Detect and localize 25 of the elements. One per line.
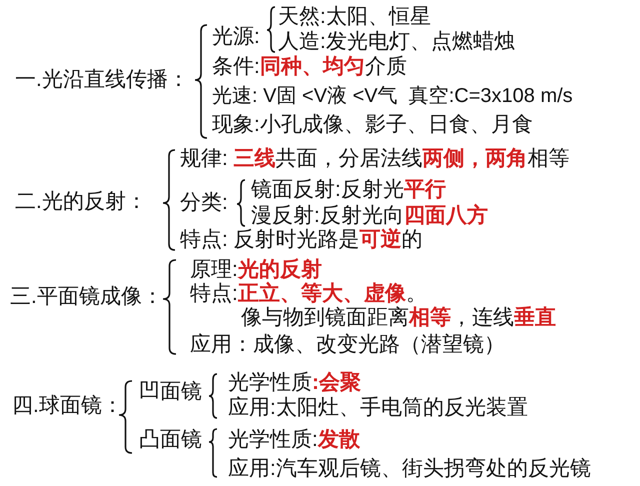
note-text: 光学性质:发散 bbox=[228, 428, 360, 452]
note-text: 特点:正立、等大、虚像。 bbox=[190, 282, 427, 306]
note-text: 条件:同种、均匀介质 bbox=[212, 55, 407, 79]
topic-label: 凸面镜 bbox=[139, 428, 202, 452]
note-text: 现象:小孔成像、影子、日食、月食 bbox=[212, 113, 533, 137]
note-text: 天然:太阳、恒星 bbox=[278, 5, 431, 29]
note-text: 原理:光的反射 bbox=[190, 258, 322, 282]
section-heading: 一.光沿直线传播： bbox=[15, 68, 189, 92]
topic-label: 凹面镜 bbox=[139, 380, 202, 404]
section-heading: 二.光的反射： bbox=[15, 190, 147, 214]
topic-label: 分类: bbox=[180, 191, 228, 215]
note-text: 规律: 三线共面，分居法线两侧，两角相等 bbox=[180, 147, 570, 171]
note-text: 镜面反射:反射光平行 bbox=[251, 178, 446, 202]
topic-label: 光源: bbox=[212, 25, 260, 49]
note-text: 光学性质:会聚 bbox=[228, 371, 361, 395]
note-text: 应用:汽车观后镜、街头拐弯处的反光镜 bbox=[228, 457, 591, 481]
note-text: 应用：成像、改变光路（潜望镜） bbox=[190, 333, 505, 357]
section-heading: 四.球面镜： bbox=[12, 394, 123, 418]
note-text: 特点: 反射时光路是可逆的 bbox=[180, 228, 423, 252]
section-heading: 三.平面镜成像： bbox=[10, 285, 163, 309]
note-text: 漫反射:反射光向四面八方 bbox=[251, 204, 488, 228]
note-text: 应用:太阳灶、手电筒的反光装置 bbox=[228, 396, 528, 420]
note-text: 像与物到镜面距离相等，连线垂直 bbox=[241, 306, 556, 330]
note-text: 人造:发光电灯、点燃蜡烛 bbox=[278, 30, 515, 54]
note-text: 光速: V固 <V液 <V气 真空:C=3x108 m/s bbox=[212, 84, 573, 108]
